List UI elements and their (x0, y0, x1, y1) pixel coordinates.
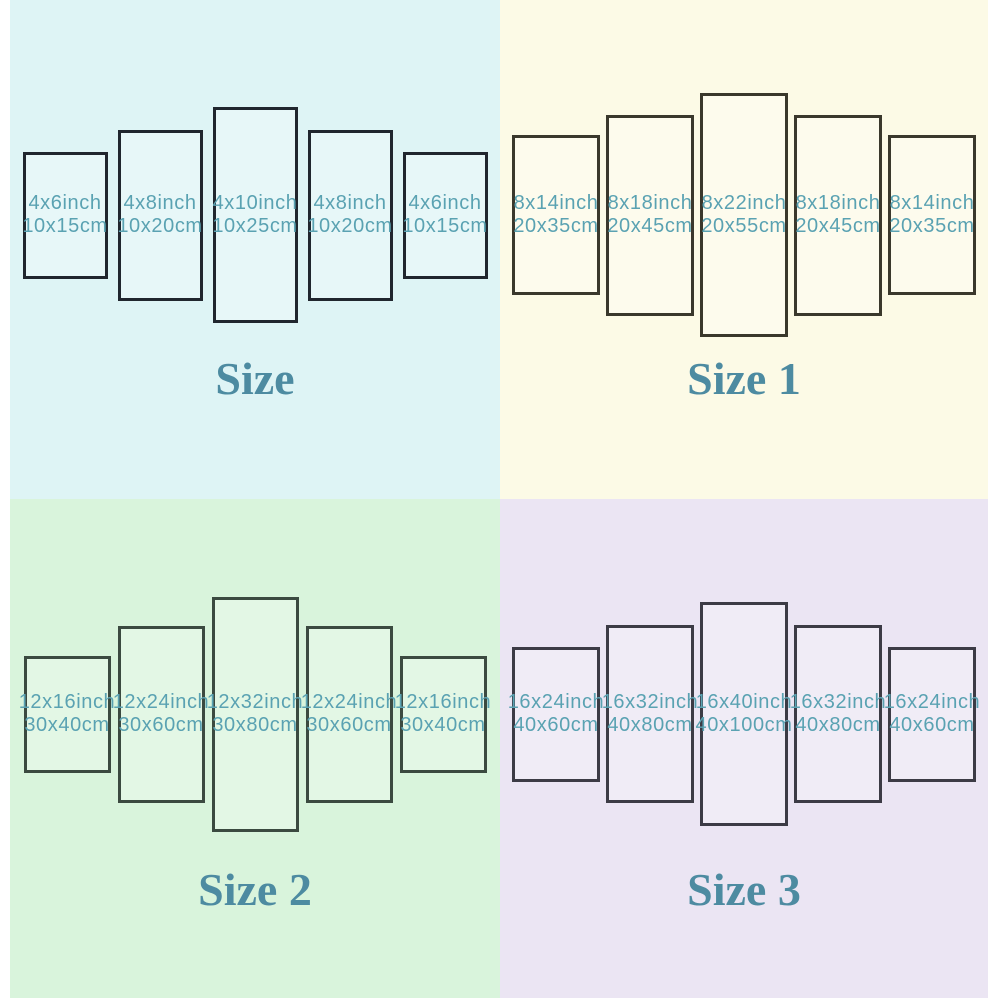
panel-size-cm: 20x45cm (795, 215, 881, 237)
panel-label: 4x6inch 10x15cm (402, 192, 487, 238)
panel-size-cm: 10x15cm (22, 215, 108, 237)
canvas-panel-4: 12x24inch 30x60cm (301, 625, 397, 803)
panel-size-cm: 30x40cm (400, 714, 486, 736)
canvas-panel-2: 12x24inch 30x60cm (113, 625, 209, 803)
canvas-panel-4: 16x32inch 40x80cm (790, 625, 886, 803)
panel-label: 8x14inch 20x35cm (513, 192, 598, 238)
panel-size-cm: 40x60cm (889, 714, 975, 736)
canvas-panel-4: 4x8inch 10x20cm (307, 129, 393, 301)
panel-label: 4x6inch 10x15cm (22, 192, 107, 238)
panel-row: 12x16inch 30x40cm 12x24inch 30x60cm 12x3… (10, 499, 500, 929)
quadrant-title: Size 2 (198, 864, 312, 915)
panel-size-cm: 40x100cm (695, 714, 793, 736)
panel-size-inch: 12x24inch (300, 691, 398, 713)
panel-size-inch: 16x24inch (507, 691, 605, 713)
panel-size-inch: 16x40inch (695, 691, 793, 713)
quadrant-size: 4x6inch 10x15cm 4x8inch 10x20cm 4x10inch… (10, 0, 500, 499)
panel-label: 16x40inch 40x100cm (695, 691, 792, 737)
panel-size-inch: 4x6inch (408, 192, 482, 214)
panel-size-cm: 20x45cm (607, 215, 693, 237)
panel-size-inch: 8x18inch (607, 192, 693, 214)
panel-size-cm: 30x40cm (24, 714, 110, 736)
panel-size-inch: 4x10inch (212, 192, 298, 214)
quadrant-size-1: 8x14inch 20x35cm 8x18inch 20x45cm 8x22in… (500, 0, 988, 499)
panel-size-inch: 8x22inch (701, 192, 787, 214)
canvas-panel-5: 8x14inch 20x35cm (888, 135, 976, 295)
panel-size-cm: 40x60cm (513, 714, 599, 736)
canvas-panel-1: 4x6inch 10x15cm (22, 151, 108, 279)
canvas-panel-2: 8x18inch 20x45cm (606, 114, 694, 316)
panel-size-cm: 10x15cm (402, 215, 488, 237)
panel-size-cm: 10x20cm (117, 215, 203, 237)
panel-size-cm: 40x80cm (795, 714, 881, 736)
panel-label: 8x14inch 20x35cm (889, 192, 974, 238)
panel-label: 16x32inch 40x80cm (602, 691, 699, 737)
canvas-panel-5: 12x16inch 30x40cm (395, 655, 491, 773)
canvas-panel-3: 12x32inch 30x80cm (207, 596, 303, 832)
panel-size-inch: 8x14inch (513, 192, 599, 214)
panel-label: 4x8inch 10x20cm (307, 192, 392, 238)
panel-row: 4x6inch 10x15cm 4x8inch 10x20cm 4x10inch… (10, 0, 500, 430)
panel-label: 16x32inch 40x80cm (790, 691, 887, 737)
panel-size-inch: 8x14inch (889, 192, 975, 214)
panel-size-cm: 10x25cm (212, 215, 298, 237)
canvas-panel-4: 8x18inch 20x45cm (794, 114, 882, 316)
panel-size-cm: 20x55cm (701, 215, 787, 237)
quadrant-title: Size (215, 353, 295, 404)
panel-label: 12x32inch 30x80cm (207, 691, 304, 737)
panel-size-inch: 4x8inch (313, 192, 387, 214)
quadrant-size-3: 16x24inch 40x60cm 16x32inch 40x80cm 16x4… (500, 499, 988, 998)
panel-label: 8x22inch 20x55cm (701, 192, 786, 238)
panel-label: 8x18inch 20x45cm (607, 192, 692, 238)
panel-size-cm: 20x35cm (889, 215, 975, 237)
panel-row: 8x14inch 20x35cm 8x18inch 20x45cm 8x22in… (500, 0, 988, 430)
panel-size-cm: 30x60cm (306, 714, 392, 736)
panel-row: 16x24inch 40x60cm 16x32inch 40x80cm 16x4… (500, 499, 988, 929)
panel-size-inch: 16x32inch (601, 691, 699, 713)
quadrant-size-2: 12x16inch 30x40cm 12x24inch 30x60cm 12x3… (10, 499, 500, 998)
panel-size-inch: 4x6inch (28, 192, 102, 214)
canvas-panel-3: 8x22inch 20x55cm (700, 93, 788, 337)
panel-size-inch: 12x16inch (18, 691, 116, 713)
canvas-panel-1: 8x14inch 20x35cm (512, 135, 600, 295)
canvas-panel-5: 16x24inch 40x60cm (884, 646, 980, 782)
panel-size-inch: 16x32inch (789, 691, 887, 713)
panel-label: 4x10inch 10x25cm (212, 192, 297, 238)
panel-size-inch: 16x24inch (883, 691, 981, 713)
canvas-panel-2: 16x32inch 40x80cm (602, 625, 698, 803)
panel-label: 8x18inch 20x45cm (795, 192, 880, 238)
panel-label: 16x24inch 40x60cm (508, 691, 605, 737)
panel-label: 12x16inch 30x40cm (19, 691, 116, 737)
canvas-panel-3: 16x40inch 40x100cm (695, 602, 792, 826)
panel-size-cm: 20x35cm (513, 215, 599, 237)
canvas-panel-3: 4x10inch 10x25cm (212, 107, 298, 323)
panel-size-cm: 30x80cm (212, 714, 298, 736)
panel-label: 16x24inch 40x60cm (884, 691, 981, 737)
panel-size-inch: 4x8inch (123, 192, 197, 214)
quadrant-title: Size 3 (687, 864, 801, 915)
canvas-panel-1: 12x16inch 30x40cm (19, 655, 115, 773)
panel-size-cm: 40x80cm (607, 714, 693, 736)
panel-label: 4x8inch 10x20cm (117, 192, 202, 238)
panel-label: 12x24inch 30x60cm (113, 691, 210, 737)
panel-size-inch: 12x16inch (394, 691, 492, 713)
quadrant-title: Size 1 (687, 353, 801, 404)
panel-label: 12x16inch 30x40cm (395, 691, 492, 737)
panel-label: 12x24inch 30x60cm (301, 691, 398, 737)
panel-size-inch: 12x24inch (112, 691, 210, 713)
canvas-panel-5: 4x6inch 10x15cm (402, 151, 488, 279)
canvas-panel-1: 16x24inch 40x60cm (508, 646, 604, 782)
panel-size-inch: 8x18inch (795, 192, 881, 214)
panel-size-cm: 30x60cm (118, 714, 204, 736)
canvas-panel-2: 4x8inch 10x20cm (117, 129, 203, 301)
panel-size-cm: 10x20cm (307, 215, 393, 237)
panel-size-inch: 12x32inch (206, 691, 304, 713)
